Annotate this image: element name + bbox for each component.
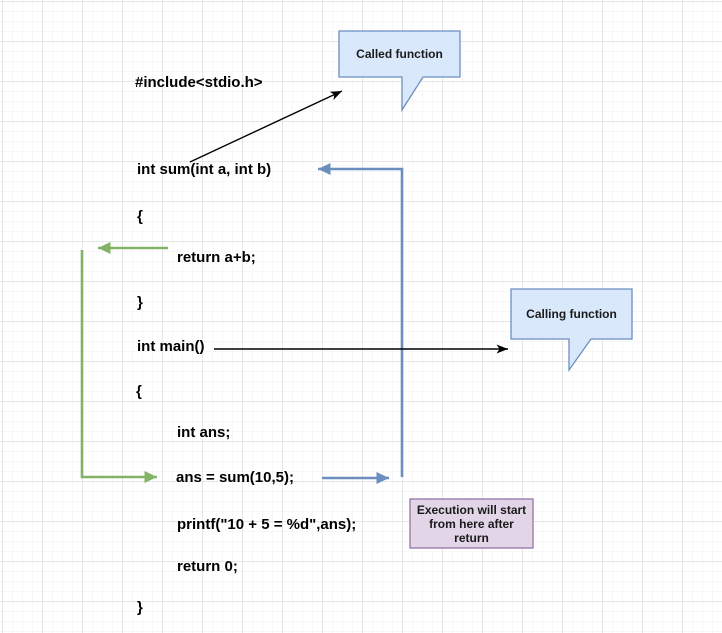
code-line-include: #include<stdio.h>	[135, 74, 263, 91]
calling-function-callout-label: Calling function	[526, 307, 617, 321]
code-line-sum-decl: int sum(int a, int b)	[137, 161, 272, 178]
execution-note-shape	[409, 498, 534, 549]
code-line-return-0: return 0;	[177, 558, 238, 575]
code-line-open-brace-main: {	[136, 383, 142, 400]
called-function-callout-shape	[338, 30, 461, 113]
execution-note-label: Execution will start from here after ret…	[416, 502, 527, 545]
code-line-int-ans: int ans;	[177, 424, 231, 441]
code-line-close-brace-sum: }	[137, 294, 143, 311]
return-arrow-down-segment	[80, 250, 157, 483]
called-function-callout-label: Called function	[356, 47, 443, 61]
code-line-main-decl: int main()	[137, 338, 205, 355]
calling-function-callout-shape	[510, 288, 633, 373]
code-line-printf: printf("10 + 5 = %d",ans);	[177, 516, 357, 533]
code-line-close-brace-main: }	[137, 599, 143, 616]
call-arrow-up-segment	[318, 163, 404, 477]
code-line-open-brace-sum: {	[137, 208, 143, 225]
include-to-called-arrow	[189, 90, 343, 163]
code-line-return-ab: return a+b;	[177, 249, 256, 266]
code-line-ans-sum: ans = sum(10,5);	[176, 469, 294, 486]
